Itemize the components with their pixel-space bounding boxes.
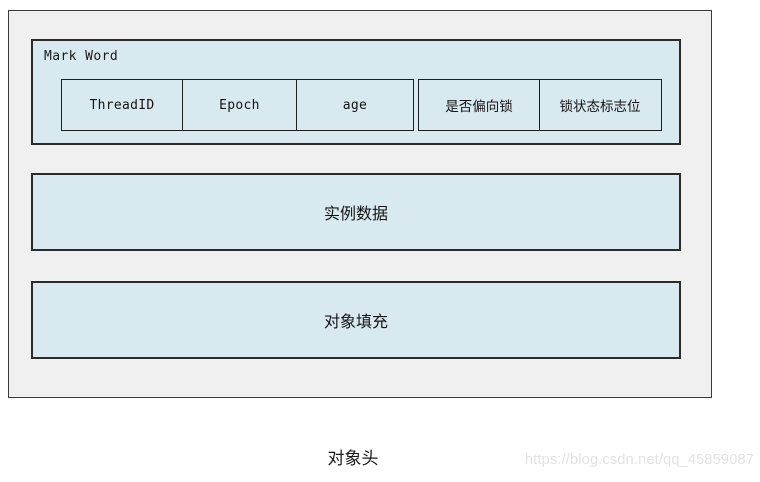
mark-word-cell-group-primary: ThreadID Epoch age bbox=[61, 79, 414, 131]
mark-word-cell-group-flags: 是否偏向锁 锁状态标志位 bbox=[418, 79, 662, 131]
mark-word-cell-row: ThreadID Epoch age 是否偏向锁 锁状态标志位 bbox=[61, 79, 662, 131]
object-padding-label: 对象填充 bbox=[323, 312, 388, 331]
diagram-caption: 对象头 bbox=[0, 444, 760, 469]
csdn-watermark: https://blog.csdn.net/qq_45859087 bbox=[524, 452, 754, 468]
mark-word-cell-threadid: ThreadID bbox=[61, 79, 183, 131]
mark-word-cell-lock-state-flag: 锁状态标志位 bbox=[538, 79, 662, 131]
object-layout-container: Mark Word ThreadID Epoch age 是否偏向锁 锁状态标志… bbox=[8, 10, 712, 398]
mark-word-cell-epoch: Epoch bbox=[181, 79, 298, 131]
mark-word-title: Mark Word bbox=[44, 49, 119, 64]
object-padding-band: 对象填充 bbox=[31, 281, 681, 359]
instance-data-band: 实例数据 bbox=[31, 173, 681, 251]
mark-word-cell-age: age bbox=[296, 79, 414, 131]
instance-data-label: 实例数据 bbox=[323, 204, 388, 223]
mark-word-cell-biased-lock: 是否偏向锁 bbox=[418, 79, 540, 131]
mark-word-band: Mark Word ThreadID Epoch age 是否偏向锁 锁状态标志… bbox=[31, 39, 681, 145]
diagram-caption-text: 对象头 bbox=[327, 449, 379, 469]
